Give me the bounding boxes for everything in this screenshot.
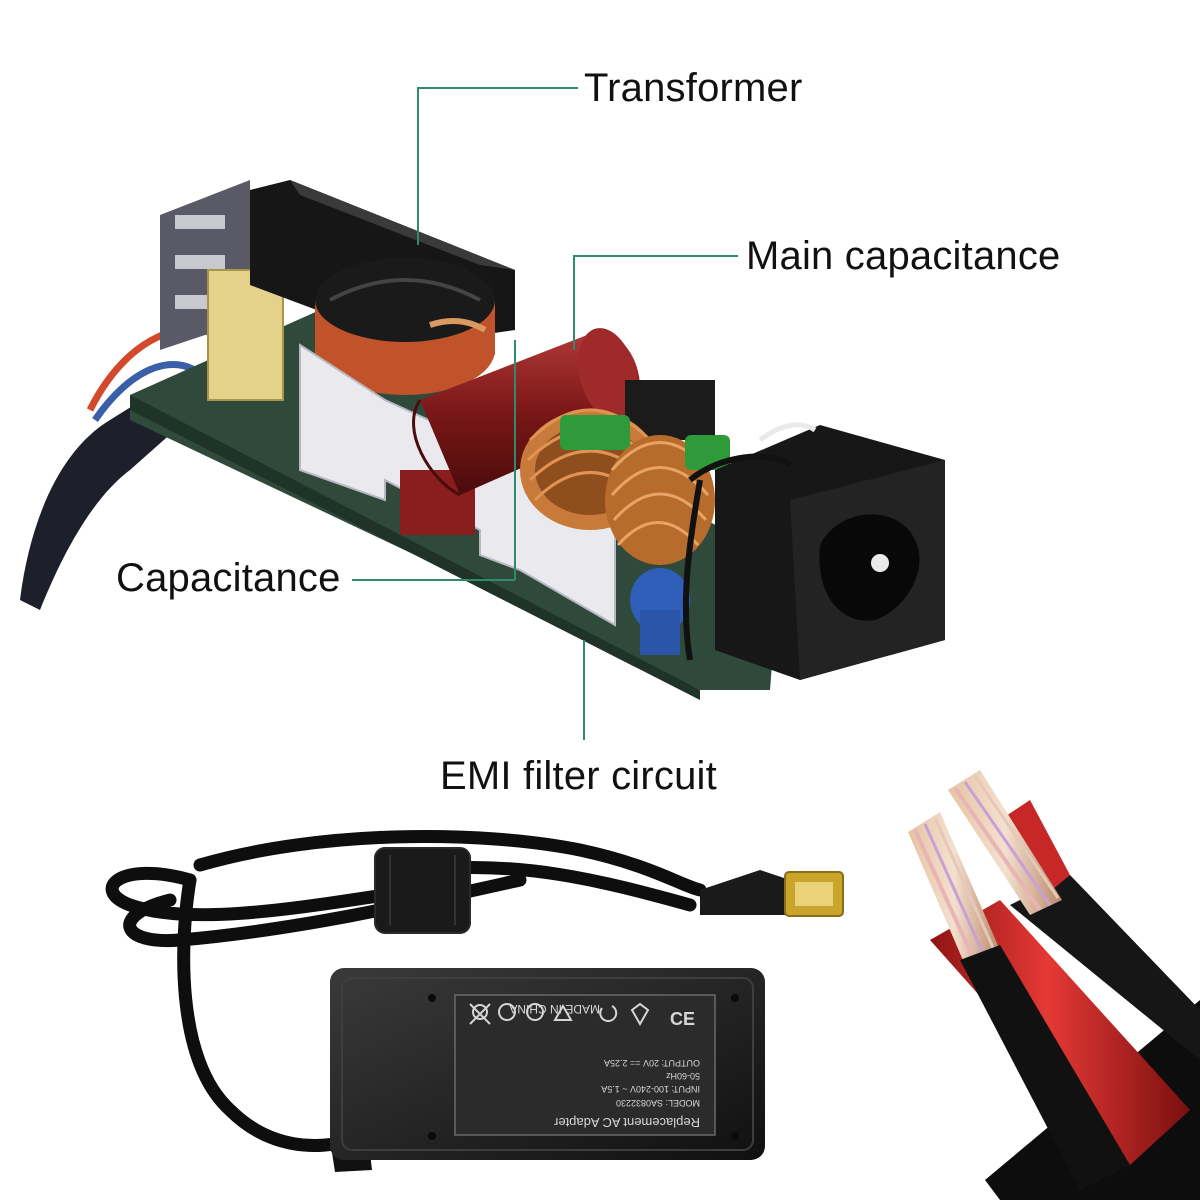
rating-label: Replacement AC Adapter MODEL: SA0832230 … — [454, 994, 716, 1136]
label-title: Replacement AC Adapter — [553, 1115, 700, 1130]
label-emi-filter-circuit: EMI filter circuit — [440, 754, 717, 798]
copper-strands-upper — [948, 770, 1062, 915]
label-output: OUTPUT: 20V == 2.25A — [604, 1058, 700, 1068]
usb-tip-icon — [700, 870, 844, 917]
main-capacitance-leader — [573, 255, 738, 350]
copper-strands-lower — [908, 812, 1000, 965]
ac-adapter: Replacement AC Adapter MODEL: SA0832230 … — [105, 830, 844, 1172]
callout-lines — [352, 87, 738, 740]
power-supply-board — [20, 180, 945, 700]
label-made-in: MADE IN CHINA — [509, 1002, 600, 1016]
capacitor-icon — [412, 328, 640, 497]
cert-mark-icon — [630, 1002, 650, 1027]
label-capacitance: Capacitance — [116, 556, 341, 600]
wire-cross-section — [908, 770, 1200, 1200]
transformer-icon — [315, 258, 495, 395]
ac-socket-icon — [682, 422, 945, 680]
dc-cable — [20, 395, 175, 610]
transformer-leader — [417, 87, 578, 245]
label-transformer: Transformer — [584, 66, 803, 110]
label-input-freq: 50-60Hz — [665, 1071, 700, 1081]
cable-strap — [374, 847, 471, 934]
label-main-capacitance: Main capacitance — [746, 234, 1061, 278]
label-model: MODEL: SA0832230 — [616, 1098, 700, 1108]
emi-choke — [520, 408, 730, 565]
ce-mark-icon: CE — [670, 1009, 695, 1029]
label-input: INPUT: 100-240V ~ 1.5A — [601, 1084, 700, 1094]
